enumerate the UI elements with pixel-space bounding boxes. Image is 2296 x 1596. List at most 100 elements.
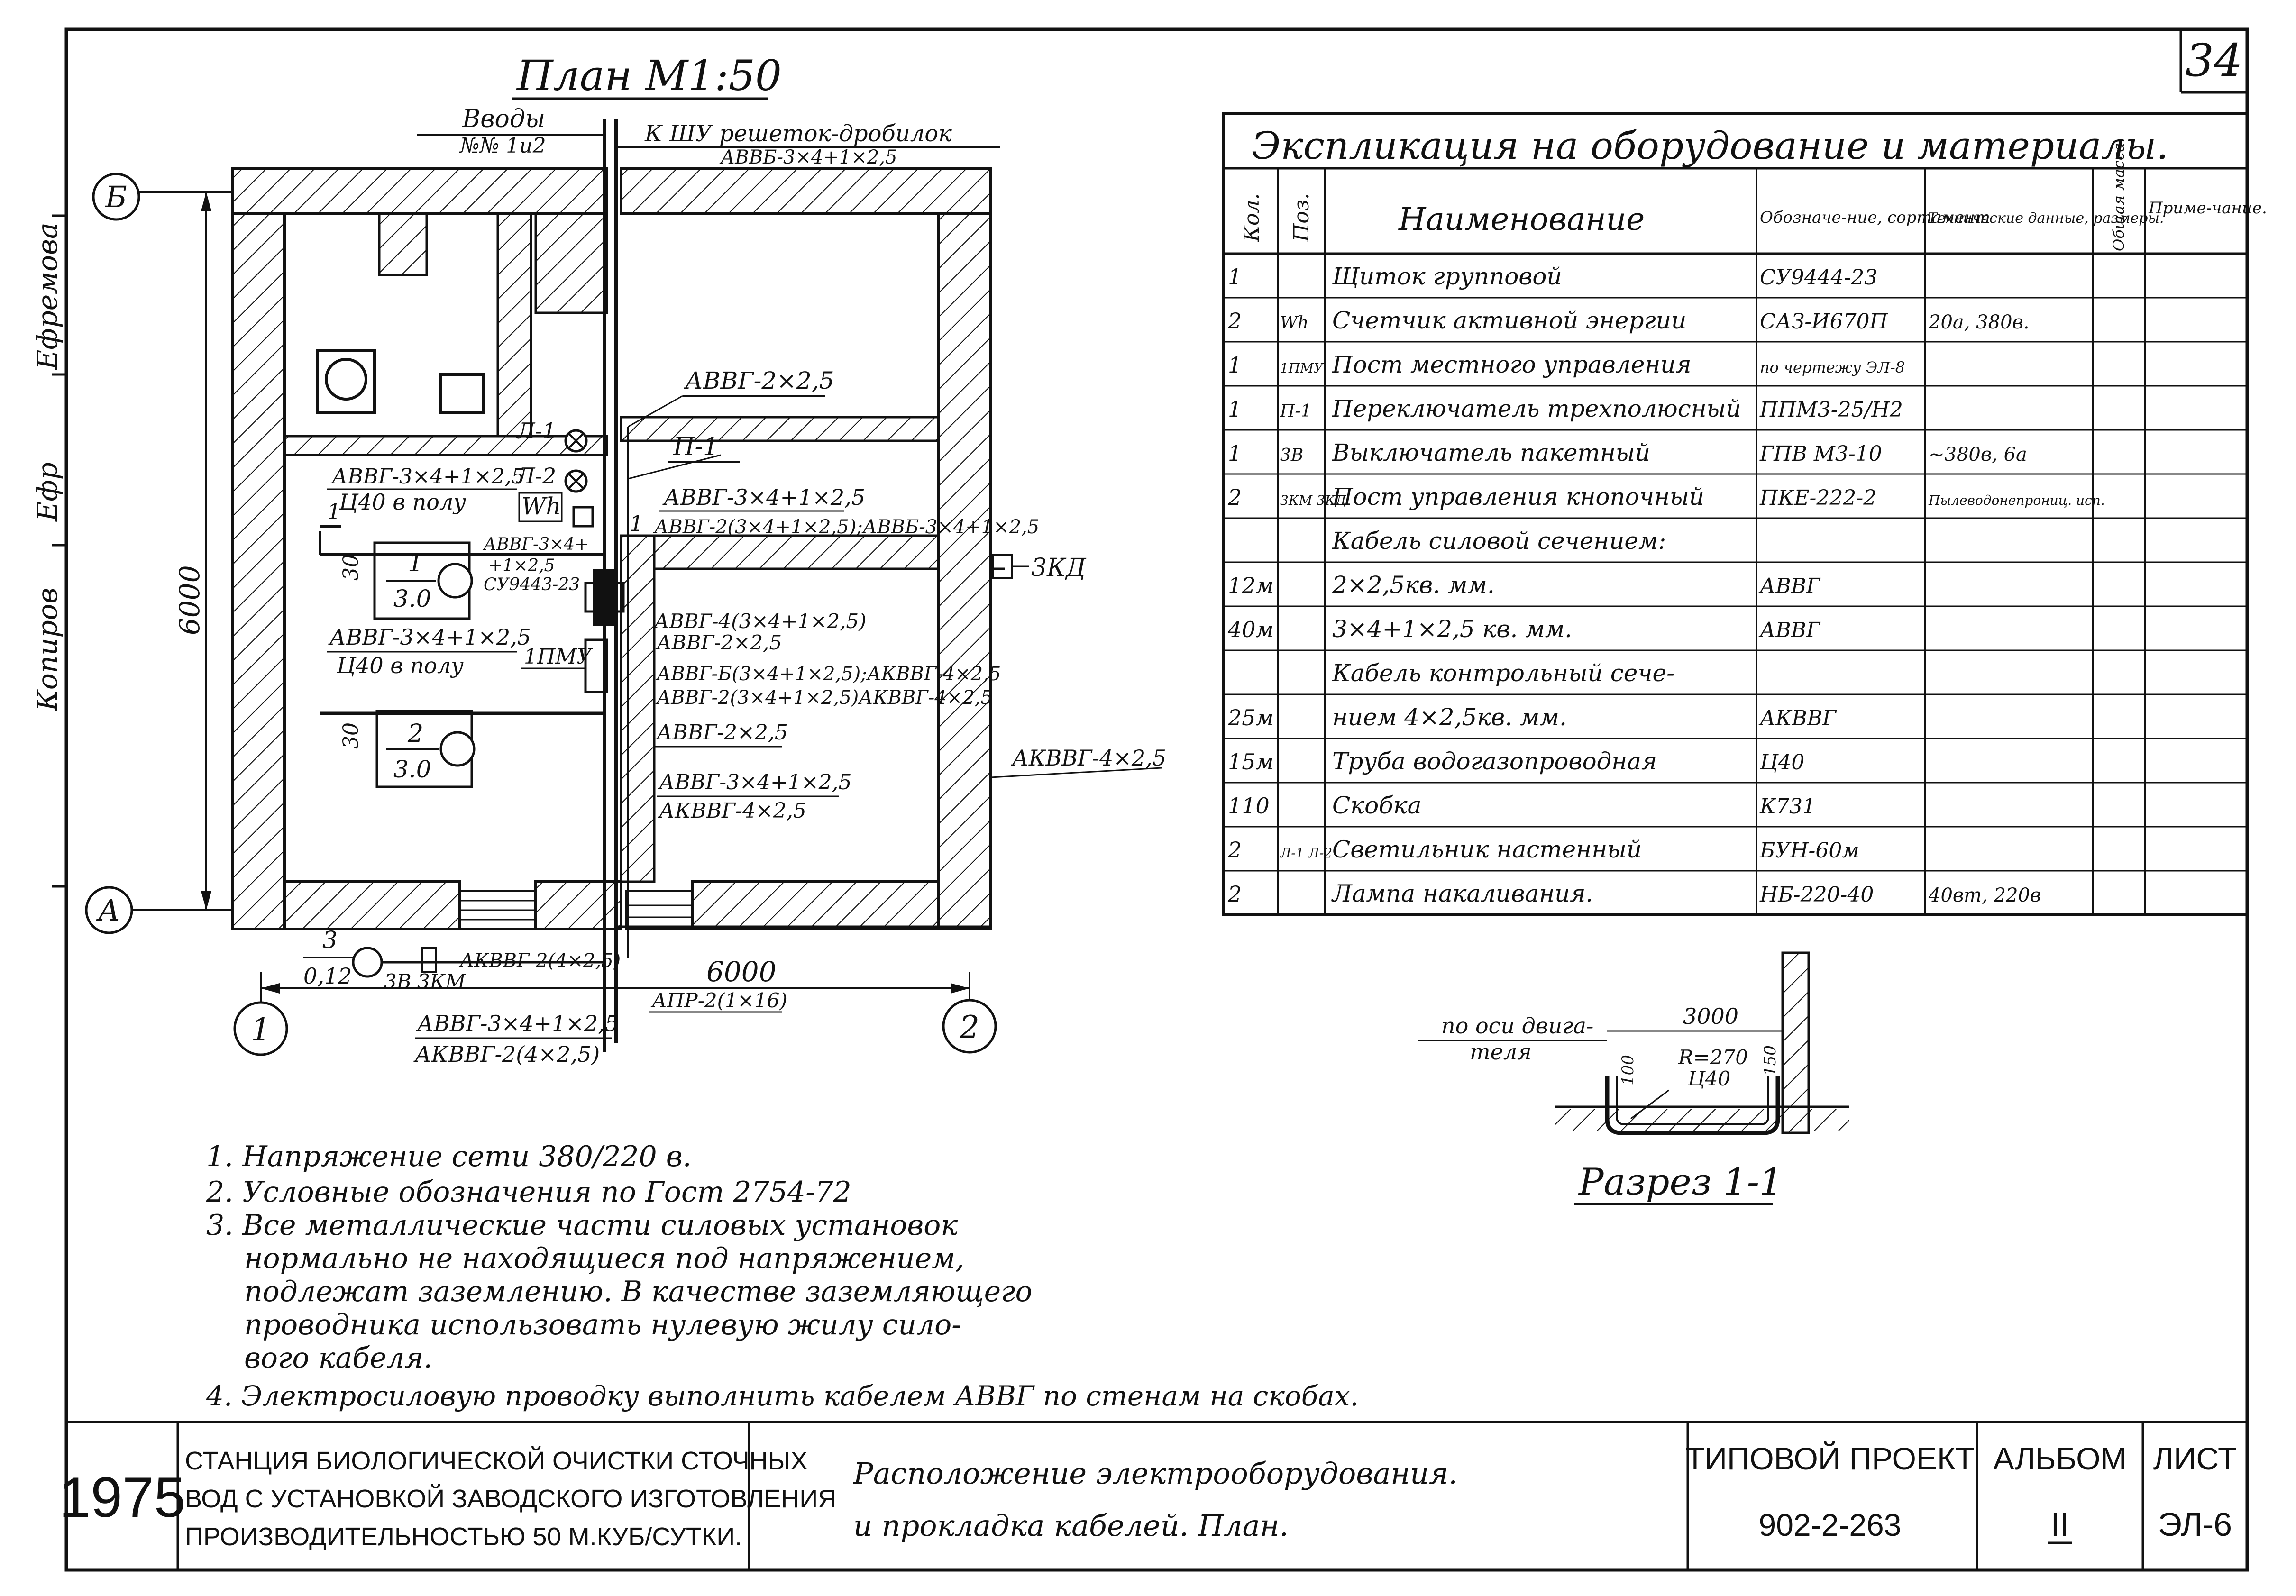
panel-su9443 <box>584 569 625 626</box>
header-qty: Кол. <box>1240 193 1264 242</box>
cable-label: АВВГ-3×4+1×2,5 <box>416 1011 619 1036</box>
cable-label: Ц40 в полу <box>336 653 464 678</box>
table-cell-name: Светильник настенный <box>1332 836 1642 863</box>
table-cell-name: Кабель силовой сечением: <box>1332 527 1666 555</box>
dimension-horizontal: 6000 <box>261 956 970 994</box>
dim-30-top: 30 <box>339 554 363 581</box>
svg-text:А: А <box>96 893 120 928</box>
table-cell-designation: НБ-220-40 <box>1759 883 1874 907</box>
table-cell-tech: 20а, 380в. <box>1928 311 2030 333</box>
svg-text:2: 2 <box>407 720 423 748</box>
table-cell-name: Труба водогазопроводная <box>1332 748 1657 775</box>
drawing-line-2: и прокладка кабелей. План. <box>853 1508 1289 1543</box>
note-line: подлежат заземлению. В качестве заземляю… <box>244 1275 1033 1308</box>
table-cell-tech: Пылеводонепрониц. исп. <box>1928 492 2105 508</box>
post-1pmu: 1ПМУ <box>521 638 608 693</box>
cable-label: АВВГ-3×4+1×2,5 <box>330 465 525 489</box>
motor-1: 1 3.0 <box>319 531 604 620</box>
svg-text:0,12: 0,12 <box>303 963 352 989</box>
cable-label: АВВГ-2(3×4+1×2,5)АКВВГ-4×2,5 <box>655 687 993 709</box>
table-cell-designation: ППМ3-25/Н2 <box>1759 398 1903 422</box>
header-pos: Поз. <box>1290 193 1314 242</box>
table-cell-designation: БУН-60м <box>1759 839 1859 863</box>
cable-label: АКВВГ-4×2,5 <box>1011 745 1166 771</box>
svg-text:Л-2: Л-2 <box>516 463 556 489</box>
table-cell-qty: 2 <box>1227 484 1242 510</box>
note-line: нормально не находящиеся под напряжением… <box>244 1242 964 1275</box>
side-stamp-initials: Ефр <box>31 462 64 522</box>
svg-text:П-1: П-1 <box>673 433 719 461</box>
svg-text:1: 1 <box>327 499 341 524</box>
motor-2: 2 3.0 <box>320 710 604 788</box>
note-line: 3. Все металлические части силовых устан… <box>206 1209 958 1242</box>
section-axis-note-a: по оси двига- <box>1441 1013 1593 1039</box>
project-line-1: СТАНЦИЯ БИОЛОГИЧЕСКОЙ ОЧИСТКИ СТОЧНЫХ <box>185 1446 807 1475</box>
cable-label: АВВГ-3×4+1×2,5 <box>328 624 531 650</box>
meter-wh: Wh <box>518 492 594 528</box>
cable-label: АВВГ-3×4+1×2,5 <box>662 484 865 510</box>
svg-text:1ПМУ: 1ПМУ <box>524 645 593 669</box>
table-cell-pos: 1ПМУ <box>1280 360 1324 376</box>
header-name: Наименование <box>1398 201 1645 237</box>
svg-text:3КМ: 3КМ <box>417 970 466 993</box>
dimension-vertical: 6000 <box>174 192 211 910</box>
axis-1-marker: 1 <box>233 972 288 1056</box>
header-mass: Общая масса. <box>2110 138 2128 251</box>
table-cell-designation: АВВГ <box>1758 618 1821 642</box>
sheet-label: ЛИСТ <box>2153 1441 2237 1476</box>
table-cell-designation: по чертежу ЭЛ-8 <box>1760 358 1905 376</box>
svg-text:3КД: 3КД <box>1031 554 1087 582</box>
table-cell-designation: Ц40 <box>1759 750 1804 775</box>
header-designation: Обозначе-ние, сортамент <box>1760 208 1990 227</box>
table-cell-pos: П-1 <box>1280 401 1311 421</box>
svg-text:Wh: Wh <box>521 492 561 520</box>
table-cell-name: Пост местного управления <box>1332 351 1692 378</box>
motor-3: 3 0,12 3В 3КМ <box>303 926 604 993</box>
cable-label: АКВВГ-2(4×2,5) <box>413 1041 600 1067</box>
plan-inputs-numbers: №№ 1и2 <box>459 134 546 158</box>
plan-to-shu: К ШУ решеток-дробилок <box>644 120 952 147</box>
axis-a-marker: А <box>85 886 232 934</box>
section-dim-100: 100 <box>1619 1055 1637 1085</box>
section-pipe: Ц40 <box>1687 1067 1730 1090</box>
section-axis-note-b: теля <box>1470 1039 1532 1065</box>
plan-inputs-label: Вводы <box>462 105 545 133</box>
svg-text:3: 3 <box>322 926 338 954</box>
table-cell-qty: 2 <box>1227 881 1242 907</box>
cable-label: АВВГ-2×2,5 <box>684 367 834 394</box>
table-cell-name: Пост управления кнопочный <box>1332 483 1704 511</box>
svg-text:3.0: 3.0 <box>393 756 431 783</box>
table-cell-qty: 40м <box>1227 617 1274 642</box>
table-cell-name: Переключатель трехполюсный <box>1332 395 1741 422</box>
cable-label: Ц40 в полу <box>338 489 466 515</box>
cable-label: +1×2,5 <box>488 556 555 575</box>
section-1-1: по оси двига- теля 3000 100 150 R=270 Ц4… <box>1418 951 1849 1205</box>
table-cell-name: нием 4×2,5кв. мм. <box>1332 703 1567 731</box>
axis-b-marker: Б <box>92 173 232 221</box>
table-cell-qty: 2 <box>1227 308 1242 334</box>
section-radius: R=270 <box>1678 1046 1748 1069</box>
svg-text:2: 2 <box>959 1009 979 1046</box>
svg-text:Л-1: Л-1 <box>516 418 556 444</box>
table-cell-qty: 1 <box>1228 264 1242 290</box>
cable-label: АВВГ-2×2,5 <box>655 720 788 745</box>
table-cell-qty: 25м <box>1227 705 1274 730</box>
sheet-value: ЭЛ-6 <box>2158 1506 2232 1543</box>
project-line-2: ВОД С УСТАНОВКОЙ ЗАВОДСКОГО ИЗГОТОВЛЕНИЯ <box>185 1484 836 1513</box>
table-cell-designation: СУ9444-23 <box>1760 265 1877 290</box>
table-cell-designation: ПКЕ-222-2 <box>1759 486 1876 510</box>
lamp-l2: Л-2 <box>516 463 588 493</box>
header-tech: Технические данные, размеры. <box>1928 210 2164 227</box>
svg-text:1: 1 <box>630 511 643 536</box>
table-cell-qty: 110 <box>1228 793 1270 819</box>
cable-label: АКВВГ-4×2,5 <box>658 799 806 823</box>
svg-text:3.0: 3.0 <box>393 585 431 612</box>
cable-label: АВВГ-4(3×4+1×2,5) <box>653 610 867 633</box>
svg-text:6000: 6000 <box>174 565 206 635</box>
plan-to-shu-cable: АВВБ-3×4+1×2,5 <box>719 146 897 168</box>
plan-drawing: План М1:50 <box>85 51 1166 1067</box>
cable-label: АВВГ-3×4+ <box>482 535 589 554</box>
lamp-l1: Л-1 <box>516 418 588 453</box>
section-dim-3000: 3000 <box>1683 1003 1738 1029</box>
project-line-3: ПРОИЗВОДИТЕЛЬНОСТЬЮ 50 М.КУБ/СУТКИ. <box>185 1523 742 1551</box>
